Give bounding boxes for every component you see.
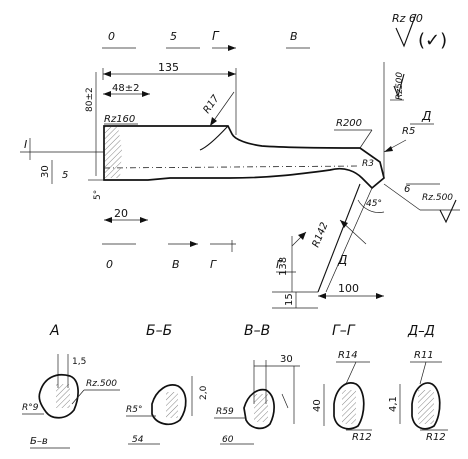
bottom-mark-g1: Г xyxy=(210,258,217,271)
finish-label: Rz 60 xyxy=(392,12,423,25)
section-mark-g: Г xyxy=(212,29,220,43)
rz160-label: Rz160 xyxy=(104,114,135,125)
hatched-section xyxy=(104,126,122,178)
section-mark-d: Д xyxy=(421,109,431,123)
bottom-mark-d: Д xyxy=(337,253,347,267)
section-mark-v: В xyxy=(290,30,298,43)
view-d-r12: R12 xyxy=(352,432,372,443)
dim-48-label: 48±2 xyxy=(112,83,139,94)
r5-label: R5 xyxy=(402,126,415,137)
bottom-mark-0: 0 xyxy=(106,258,113,271)
section-markers-bottom: 0 В Г xyxy=(102,240,236,271)
part-outline: I xyxy=(20,125,385,190)
view-e: Д–Д R11 4,1 R12 xyxy=(388,324,448,443)
view-b-title: Б–Б xyxy=(146,323,172,339)
view-c-bottom: 60 xyxy=(222,435,234,445)
view-b-d20: 2,0 xyxy=(199,385,209,400)
view-b: Б–Б R5° 2,0 54 xyxy=(126,323,209,445)
dim-138-label: 138 xyxy=(278,257,289,276)
view-a-bottom: Б–в xyxy=(30,436,48,447)
angle-5-label: 5° xyxy=(93,190,103,200)
dim-135-label: 135 xyxy=(158,61,179,74)
rz500-top-label: Rz500 xyxy=(395,72,405,100)
view-a-dim: 1,5 xyxy=(72,357,86,367)
view-a: А 1,5 Rz.500 R°9 Б–в xyxy=(22,323,120,449)
dimension-80: 80±2 xyxy=(85,72,97,176)
dimension-135: 135 xyxy=(102,61,237,135)
view-b-r5: R5° xyxy=(126,405,142,415)
view-c-r59: R59 xyxy=(216,407,234,417)
view-c-d30: 30 xyxy=(280,354,293,365)
view-e-r11: R11 xyxy=(414,350,434,361)
dimension-48: 48±2 xyxy=(103,83,150,97)
view-a-r9: R°9 xyxy=(22,403,39,413)
dim-80-label: 80±2 xyxy=(85,87,95,112)
r200-label: R200 xyxy=(336,118,362,129)
view-a-rz: Rz.500 xyxy=(86,379,117,389)
finish-paren: (✓) xyxy=(418,30,447,51)
view-d-title: Г–Г xyxy=(332,323,356,339)
angle-45-label: 45° xyxy=(366,199,382,209)
view-e-title: Д–Д xyxy=(407,324,435,339)
view-d: R14 40 R12 xyxy=(312,350,372,443)
dim-6-label: 6 xyxy=(404,184,410,195)
main-callouts: Rz160 R17 R200 Rz500 Д R5 R3 6 Rz.500 45… xyxy=(40,62,460,224)
bottom-mark-v: В xyxy=(172,258,180,271)
r17-label: R17 xyxy=(201,93,222,116)
view-d-r14: R14 xyxy=(338,350,358,361)
view-b-bottom: 54 xyxy=(132,435,144,445)
view-c-title: В–В xyxy=(244,323,270,339)
dim-30-label: 30 xyxy=(40,165,51,178)
centerline xyxy=(103,165,361,169)
dim-15-label: 15 xyxy=(284,293,295,306)
dim-20-label: 20 xyxy=(114,207,128,220)
section-mark-a: 0 xyxy=(108,30,115,43)
r142-label: R142 xyxy=(311,221,331,249)
check-icon xyxy=(395,13,417,48)
section-mark-l: I xyxy=(24,138,27,151)
view-e-r12: R12 xyxy=(426,432,446,443)
dim-5-label: 5 xyxy=(62,170,68,181)
rz500-right-label: Rz.500 xyxy=(422,193,453,203)
view-d-d40: 40 xyxy=(312,399,323,412)
r3-label: R3 xyxy=(362,159,374,169)
dim-100-label: 100 xyxy=(338,282,359,295)
surface-finish-symbol: Rz 60 (✓) xyxy=(392,12,447,51)
section-mark-b: 5 xyxy=(170,30,177,43)
view-a-title: А xyxy=(49,323,60,339)
bottom-mark-g2: Г xyxy=(276,258,283,271)
view-e-d41: 4,1 xyxy=(388,396,399,412)
section-markers-top: 0 5 Г В xyxy=(102,29,310,51)
view-c: В–В 30 R59 60 xyxy=(214,323,300,445)
